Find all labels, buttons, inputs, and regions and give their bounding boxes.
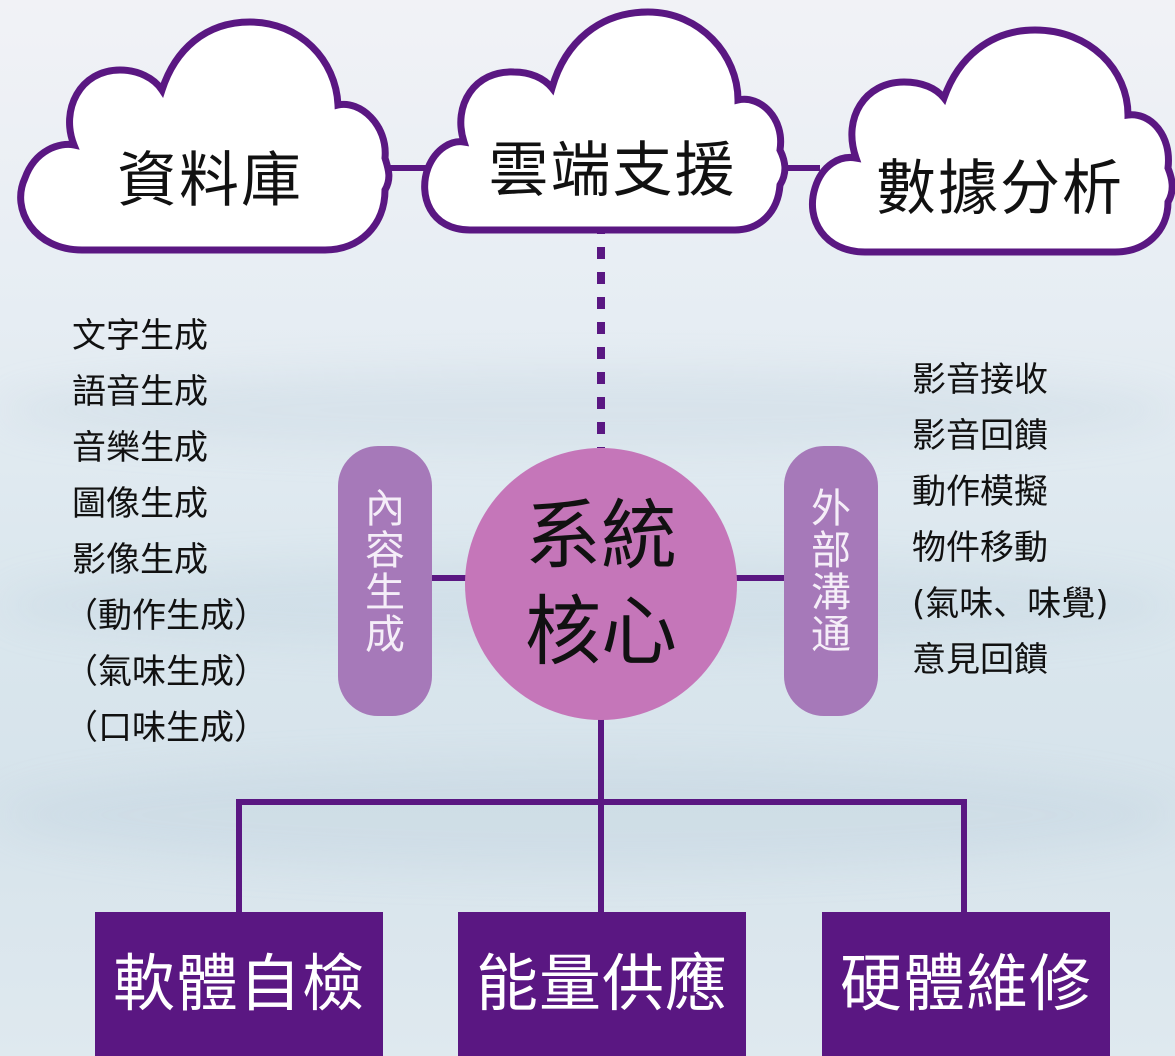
box-energy-supply	[458, 912, 746, 1056]
content-generation-pill	[338, 446, 432, 716]
list-item: 意見回饋	[912, 640, 1048, 680]
box-hardware-repair	[822, 912, 1110, 1056]
mist-band	[0, 370, 1175, 450]
list-item: 影像生成	[72, 540, 208, 580]
cloud-label-database: 資料庫	[117, 146, 303, 216]
list-item: 動作模擬	[912, 472, 1048, 512]
cloud-shape-cloud-support	[421, 8, 789, 234]
list-item: 語音生成	[72, 372, 208, 412]
system-core-label: 系統 核心	[525, 491, 677, 676]
cloud-shape-database	[17, 18, 393, 254]
list-item: 影音接收	[912, 360, 1048, 400]
tree-bar	[236, 799, 967, 912]
list-item: 影音回饋	[912, 416, 1048, 456]
box-label-software-selfcheck: 軟體自檢	[112, 947, 365, 1020]
list-item: 圖像生成	[72, 484, 208, 524]
box-label-energy-supply: 能量供應	[475, 947, 728, 1020]
list-item: （動作生成）	[64, 596, 268, 636]
cloud-label-cloud-support: 雲端支援	[488, 136, 737, 206]
list-item: （口味生成）	[64, 708, 268, 748]
list-item: 物件移動	[912, 528, 1048, 568]
list-item: (氣味、味覺)	[912, 584, 1109, 624]
cloud-shape-data-analytics	[808, 26, 1175, 256]
box-software-selfcheck	[95, 912, 383, 1056]
list-item: 文字生成	[72, 316, 208, 356]
mist-band	[0, 760, 1175, 870]
external-communication-pill	[784, 446, 878, 716]
cloud-label-data-analytics: 數據分析	[876, 154, 1124, 224]
system-core-circle	[465, 448, 737, 720]
list-item: 音樂生成	[72, 428, 208, 468]
content-generation-list: 文字生成 語音生成 音樂生成 圖像生成 影像生成 （動作生成） （氣味生成） （…	[64, 308, 268, 756]
content-generation-label: 內 容 生 成	[365, 486, 405, 658]
box-label-hardware-repair: 硬體維修	[839, 947, 1092, 1020]
external-communication-list: 影音接收 影音回饋 動作模擬 物件移動 (氣味、味覺) 意見回饋	[912, 352, 1109, 688]
external-communication-label: 外 部 溝 通	[811, 486, 851, 658]
list-item: （氣味生成）	[64, 652, 268, 692]
